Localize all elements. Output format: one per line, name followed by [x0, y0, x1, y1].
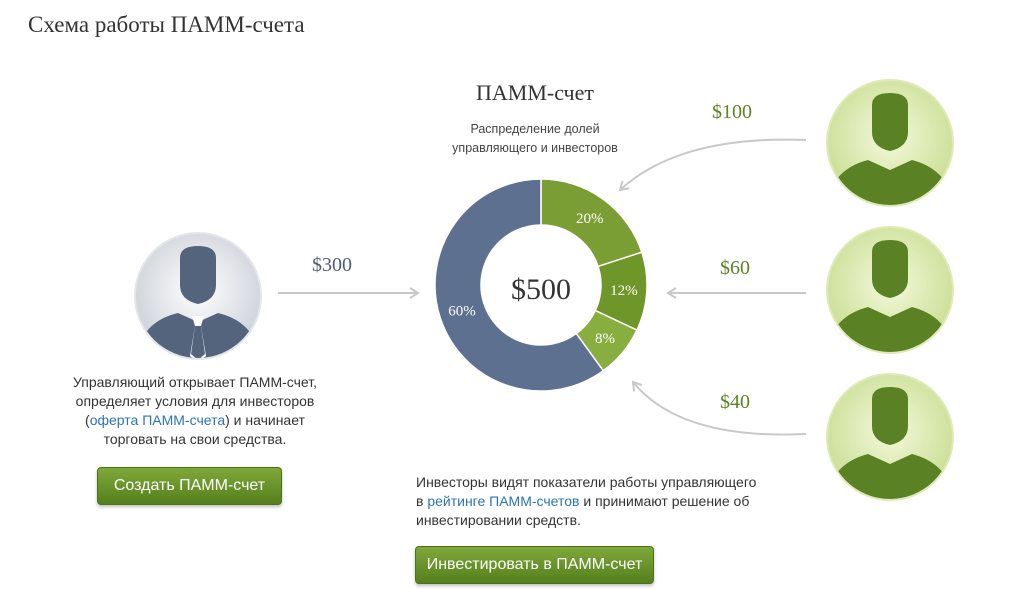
donut-label-20: 20% — [576, 211, 604, 227]
investors-description: Инвесторы видят показатели работы управл… — [416, 473, 816, 530]
manager-amount: $300 — [312, 254, 352, 276]
manager-desc-paren-open: ( — [85, 412, 90, 428]
investor-avatar-1 — [826, 79, 954, 207]
pamm-offer-link[interactable]: оферта ПАММ-счета — [89, 412, 226, 428]
pamm-subtitle: Распределение долей управляющего и инвес… — [430, 120, 640, 158]
pamm-subtitle-line1: Распределение долей — [470, 122, 600, 136]
investor-amount-2: $60 — [720, 257, 750, 279]
manager-desc-line3: (оферта ПАММ-счета) и начинает — [40, 411, 350, 430]
donut-label-60: 60% — [448, 304, 476, 320]
investors-desc-line2: в рейтинге ПАММ-счетов и принимают решен… — [416, 492, 816, 511]
investor-amount-1: $100 — [712, 101, 752, 123]
pamm-rating-link[interactable]: рейтинге ПАММ-счетов — [427, 493, 580, 509]
investors-desc-line2-rest: и принимают решение об — [579, 493, 750, 509]
manager-desc-line3-rest: ) и начинает — [225, 412, 305, 428]
invest-pamm-button[interactable]: Инвестировать в ПАММ-счет — [415, 546, 654, 584]
investor-amount-3: $40 — [720, 391, 750, 413]
investors-desc-line1: Инвесторы видят показатели работы управл… — [416, 474, 757, 490]
investor-avatar-3 — [826, 373, 954, 501]
page-title: Схема работы ПАММ-счета — [28, 12, 305, 37]
donut-center-value: $500 — [511, 273, 571, 306]
pamm-account-title: ПАММ-счет — [476, 80, 594, 105]
pamm-donut-chart: 20% 12% 8% 60% — [434, 178, 648, 392]
investors-desc-line3: инвестировании средств. — [416, 512, 581, 528]
arrow-investor-1 — [618, 138, 807, 192]
donut-slice-60 — [434, 178, 605, 392]
manager-desc-line1: Управляющий открывает ПАММ-счет, — [73, 374, 317, 390]
manager-desc-line4: торговать на свои средства. — [103, 431, 287, 447]
donut-label-12: 12% — [610, 283, 638, 299]
create-pamm-button[interactable]: Создать ПАММ-счет — [97, 467, 282, 505]
manager-avatar — [134, 232, 262, 360]
manager-description: Управляющий открывает ПАММ-счет, определ… — [40, 373, 350, 449]
arrow-investor-3 — [631, 380, 807, 436]
investor-avatar-2 — [826, 226, 954, 354]
manager-desc-line2: определяет условия для инвесторов — [75, 393, 315, 409]
investors-desc-line2-start: в — [416, 493, 428, 509]
donut-label-8: 8% — [595, 331, 615, 347]
pamm-subtitle-line2: управляющего и инвесторов — [452, 141, 618, 155]
